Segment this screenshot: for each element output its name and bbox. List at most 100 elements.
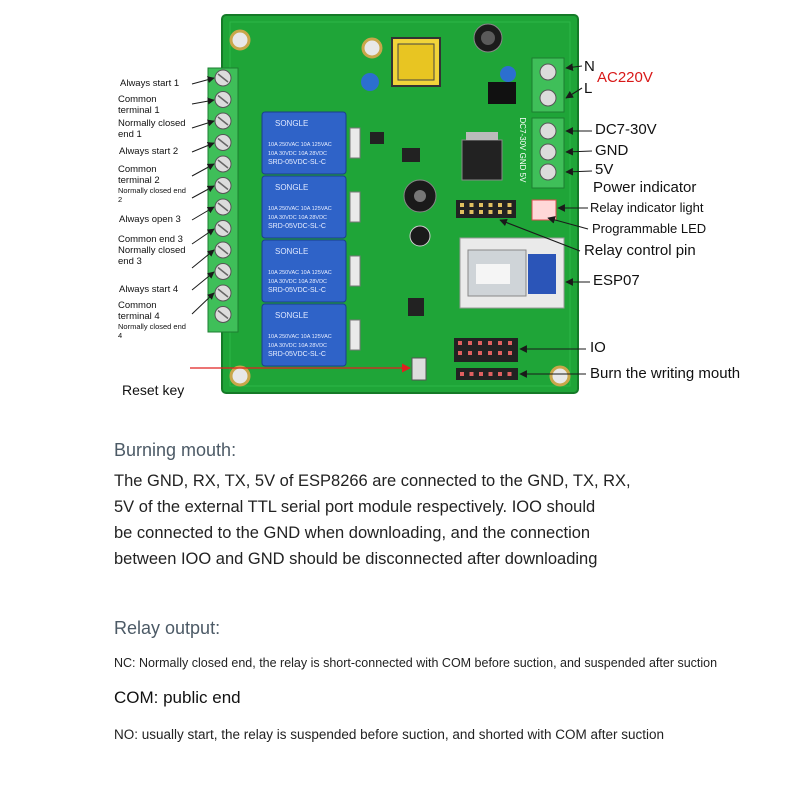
ic-chip [408,298,424,316]
svg-text:SONGLE: SONGLE [275,183,308,192]
voltage-regulator [461,139,503,181]
svg-text:SRD-05VDC-SL-C: SRD-05VDC-SL-C [268,287,326,294]
header-pin [488,341,492,345]
burn-pin-header [456,368,518,380]
pointer-arrow [191,163,215,177]
terminal-label: Normally closed end 2 [118,186,186,204]
mount-hole [361,37,383,59]
mount-hole [549,365,571,387]
indicator-leds [531,199,557,221]
terminal-label: Common terminal 1 [118,94,160,116]
header-pin [460,372,464,376]
header-pin [479,210,483,214]
io-pin-header [454,338,518,362]
reset-key [411,357,427,381]
header-pin [507,372,512,376]
terminal-label: Common terminal 2 [118,164,160,186]
no-note: NO: usually start, the relay is suspende… [114,727,665,742]
header-pin [468,341,472,345]
header-pin [507,210,512,214]
label-reset-key: Reset key [122,382,185,398]
terminal-label: Common end 3 Normally closed end 3 [118,234,186,267]
terminal-label: Always start 4 [119,284,179,295]
svg-text:SONGLE: SONGLE [275,119,308,128]
ac-terminal-block [531,57,565,113]
label-gnd: GND [595,142,629,159]
header-pin [488,210,493,214]
label-esp07: ESP07 [593,272,640,289]
capacitor [409,225,431,247]
nc-note: NC: Normally closed end, the relay is sh… [114,656,718,670]
header-pin [458,341,462,345]
relay-control-pin-header [456,200,516,218]
pointer-arrow [191,228,215,245]
label-pointers [191,63,593,378]
pointer-arrow [191,142,215,153]
header-pin [488,351,492,355]
pointer-arrow [565,167,593,176]
relay: SONGLE 10A 250VAC 10A 125VAC 10A 30VDC 10A… [261,175,361,239]
burning-mouth-text: The GND, RX, TX, 5V of ESP8266 are conne… [114,468,774,572]
ic-chip [370,132,384,144]
svg-text:10A 30VDC 10A 28VDC: 10A 30VDC 10A 28VDC [268,151,327,157]
label-dc7-30v: DC7-30V [595,121,657,138]
burning-line: 5V of the external TTL serial port modul… [114,498,596,516]
header-pin [498,210,502,214]
burning-line: be connected to the GND when downloading… [114,524,591,542]
label-n: N [584,58,595,75]
header-pin [508,341,512,345]
header-pin [498,351,502,355]
relay-output-heading: Relay output: [114,618,221,638]
pointer-arrow [499,218,581,252]
svg-text:10A 30VDC 10A 28VDC: 10A 30VDC 10A 28VDC [268,215,327,221]
burning-line: The GND, RX, TX, 5V of ESP8266 are conne… [114,472,631,490]
pointer-arrow [565,63,583,71]
svg-text:SONGLE: SONGLE [275,311,308,320]
terminal-label: Always open 3 [119,214,181,225]
terminal-label: Normally closed end 1 [118,118,186,140]
dc-terminal-block [531,117,565,189]
header-pin [469,372,474,376]
header-pin [468,351,472,355]
terminal-label: Always start 2 [119,146,179,157]
capacitor [361,73,379,91]
mount-hole [229,365,251,387]
ic-chip [402,148,420,162]
relay-group: SONGLE 10A 250VAC 10A 125VAC 10A 30VDC 10A… [261,111,361,367]
svg-text:10A 250VAC 10A 125VAC: 10A 250VAC 10A 125VAC [268,334,332,340]
header-pin [469,203,474,207]
terminal-label: Common terminal 4 [118,300,160,322]
header-pin [460,203,464,207]
pointer-arrow [191,249,215,269]
pointer-arrow [191,119,215,129]
pointer-arrow [191,97,215,105]
relay-board-diagram: SONGLE 10A 250VAC 10A 125VAC 10A 30VDC 10A… [190,14,593,394]
svg-text:SRD-05VDC-SL-C: SRD-05VDC-SL-C [268,223,326,230]
header-pin [488,203,493,207]
header-pin [507,203,512,207]
left-terminal-block [207,67,239,333]
header-pin [478,341,482,345]
header-pin [479,372,483,376]
svg-text:10A 30VDC 10A 28VDC: 10A 30VDC 10A 28VDC [268,279,327,285]
com-note: COM: public end [114,688,241,707]
pointer-arrow [565,87,583,99]
burning-mouth-heading: Burning mouth: [114,440,237,460]
dc-terminal-silkscreen: DC7-30V GND 5V [518,118,527,184]
svg-text:10A 250VAC 10A 125VAC: 10A 250VAC 10A 125VAC [268,270,332,276]
label-relay-indicator-light: Relay indicator light [590,200,704,215]
pointer-arrow [547,216,589,230]
label-power-indicator: Power indicator [593,179,697,196]
label-l: L [584,80,593,97]
pointer-arrow [191,76,215,85]
capacitor [500,66,516,82]
pointer-arrow [191,206,215,221]
label-programmable-led: Programmable LED [592,221,707,236]
svg-text:10A 250VAC 10A 125VAC: 10A 250VAC 10A 125VAC [268,206,332,212]
esp07-module [459,237,565,309]
header-pin [508,351,512,355]
burning-line: between IOO and GND should be disconnect… [114,550,598,568]
